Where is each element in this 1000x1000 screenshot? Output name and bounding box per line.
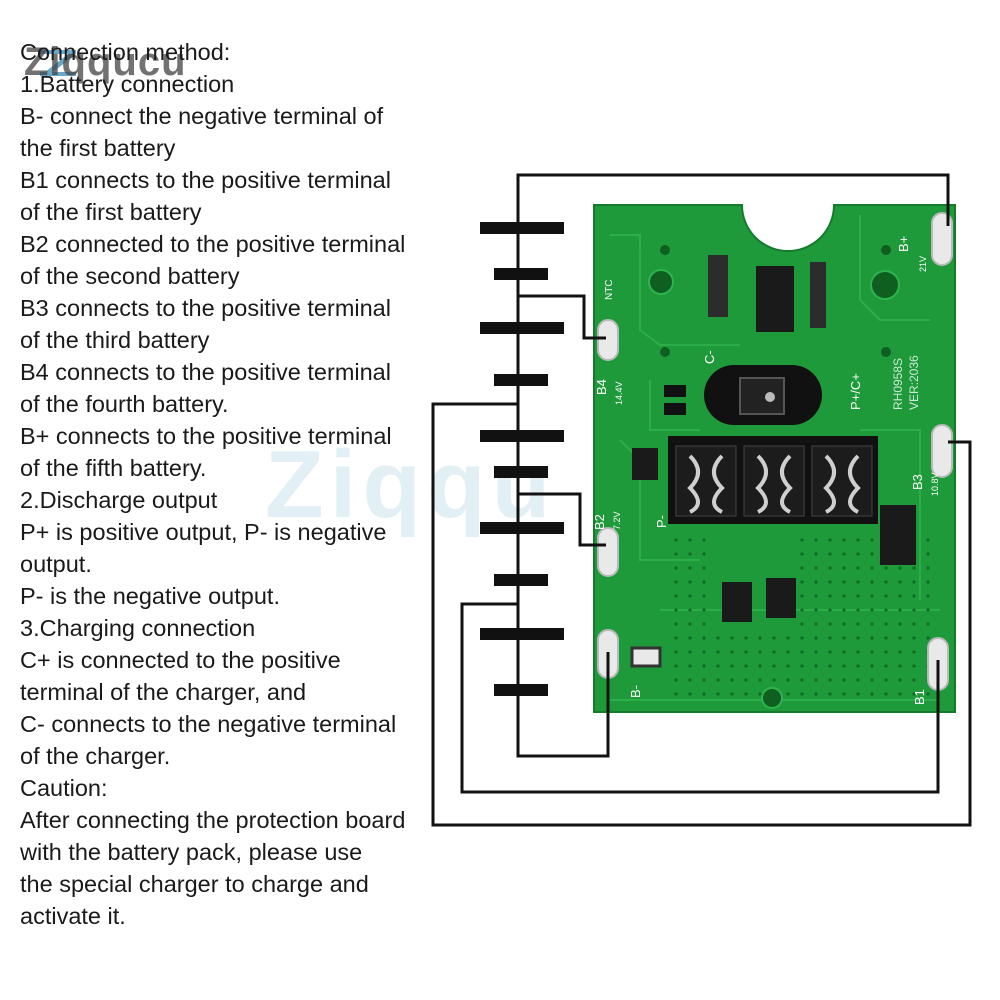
instruction-line: 1.Battery connection bbox=[20, 71, 235, 97]
battery-plate-long bbox=[480, 628, 564, 640]
instruction-line: the special charger to charge and bbox=[20, 871, 369, 897]
instruction-line: Connection method: bbox=[20, 39, 231, 65]
battery-plate-long bbox=[480, 222, 564, 234]
wire-b3 bbox=[431, 385, 972, 827]
ic-chips bbox=[630, 255, 916, 668]
label-b4: B4 bbox=[594, 379, 609, 395]
instruction-line: 2.Discharge output bbox=[20, 487, 218, 513]
instruction-line: Caution: bbox=[20, 775, 108, 801]
mounting-holes bbox=[648, 269, 900, 709]
instruction-line: output. bbox=[20, 551, 92, 577]
label-ntc: NTC bbox=[604, 279, 615, 300]
battery-stack bbox=[480, 222, 564, 696]
instruction-line: the first battery bbox=[20, 135, 176, 161]
instruction-line: activate it. bbox=[20, 903, 126, 929]
wire-b-minus bbox=[516, 652, 610, 758]
instruction-line: of the first battery bbox=[20, 199, 202, 225]
instruction-line: B- connect the negative terminal of bbox=[20, 103, 384, 129]
connection-wires bbox=[431, 173, 972, 827]
wire-b4 bbox=[518, 294, 606, 340]
instruction-line: C+ is connected to the positive bbox=[20, 647, 341, 673]
logo-mark-icon bbox=[40, 50, 76, 76]
label-b1: B1 bbox=[912, 689, 927, 705]
label-version: VER:2036 bbox=[907, 355, 921, 410]
instruction-line: B2 connected to the positive terminal bbox=[20, 231, 406, 257]
instruction-line: P- is the negative output. bbox=[20, 583, 280, 609]
battery-plate-long bbox=[480, 522, 564, 534]
pcb-traces bbox=[610, 215, 940, 701]
wire-b1 bbox=[460, 602, 940, 794]
instruction-line: 3.Charging connection bbox=[20, 615, 256, 641]
battery-plate-short bbox=[494, 684, 548, 696]
battery-plate-short bbox=[494, 268, 548, 280]
charge-socket bbox=[704, 365, 822, 425]
brand-logo: Ziqqucu bbox=[24, 40, 187, 84]
label-model: RH0958S bbox=[891, 358, 905, 410]
instruction-line: terminal of the charger, and bbox=[20, 679, 307, 705]
instruction-line: After connecting the protection board bbox=[20, 807, 406, 833]
discharge-connector bbox=[668, 436, 878, 524]
brand-watermark: Ziqqu bbox=[265, 431, 557, 538]
battery-plate-long bbox=[480, 322, 564, 334]
label-b2-voltage: 7.2V bbox=[612, 511, 622, 530]
wire-b2 bbox=[518, 492, 606, 547]
battery-plate-long bbox=[480, 430, 564, 442]
instruction-line: P+ is positive output, P- is negative bbox=[20, 519, 387, 545]
label-b-minus: B- bbox=[628, 685, 643, 698]
label-c-minus: C- bbox=[702, 350, 717, 364]
instruction-line: C- connects to the negative terminal bbox=[20, 711, 397, 737]
wire-b-plus bbox=[516, 173, 950, 226]
label-b3: B3 bbox=[910, 474, 925, 490]
instruction-line: B1 connects to the positive terminal bbox=[20, 167, 391, 193]
instruction-line: of the fourth battery. bbox=[20, 391, 229, 417]
label-b-plus: B+ bbox=[896, 236, 911, 252]
instruction-line: with the battery pack, please use bbox=[20, 839, 363, 865]
battery-plate-short bbox=[494, 466, 548, 478]
battery-plate-short bbox=[494, 374, 548, 386]
instruction-line: B+ connects to the positive terminal bbox=[20, 423, 392, 449]
label-b3-voltage: 10.8V bbox=[930, 472, 940, 496]
instruction-line: of the charger. bbox=[20, 743, 171, 769]
instruction-line: of the fifth battery. bbox=[20, 455, 207, 481]
label-p-plus-c-plus: P+/C+ bbox=[848, 373, 863, 410]
instruction-line: B3 connects to the positive terminal bbox=[20, 295, 391, 321]
instruction-line: B4 connects to the positive terminal bbox=[20, 359, 391, 385]
label-p-minus: P- bbox=[654, 515, 669, 528]
instruction-line: of the second battery bbox=[20, 263, 240, 289]
instruction-line: of the third battery bbox=[20, 327, 210, 353]
label-b2: B2 bbox=[592, 514, 607, 530]
battery-plate-short bbox=[494, 574, 548, 586]
label-b-plus-voltage: 21V bbox=[918, 256, 928, 272]
label-b4-voltage: 14.4V bbox=[614, 381, 624, 405]
